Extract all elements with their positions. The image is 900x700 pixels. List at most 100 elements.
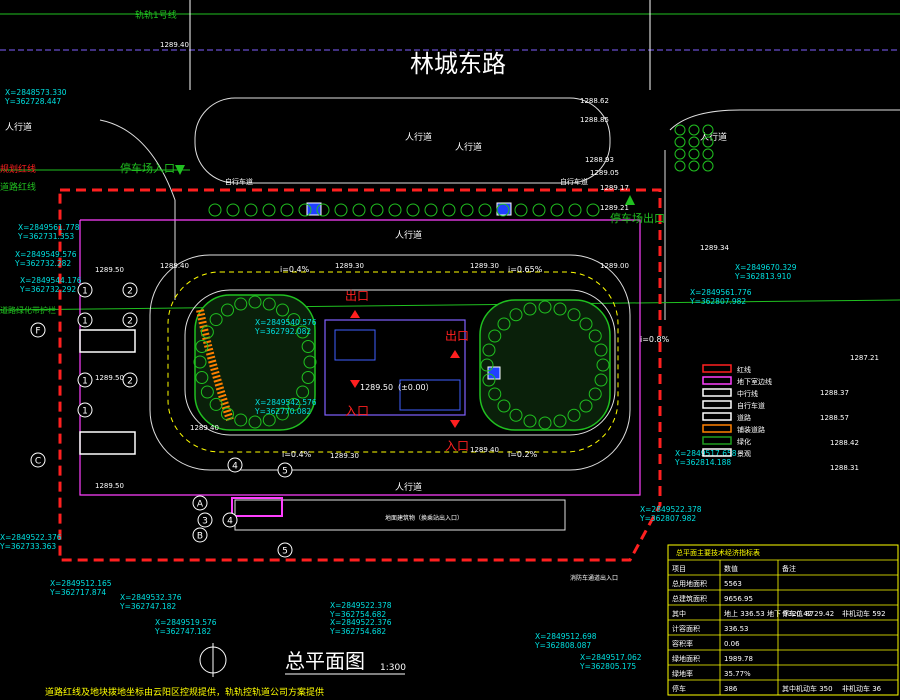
tree-icon [352,203,366,217]
tree-icon [586,203,600,217]
tree-icon [568,203,582,217]
bottom-building-label: 地面建筑物（换乘站出入口） [385,514,463,522]
green-protect-label: 道路绿化带护栏 [0,305,56,315]
sidewalk-label-left: 人行道 [5,121,32,133]
tree-icon [248,415,262,429]
coordinate-y: Y=362792.082 [254,327,311,336]
lane-centerline [167,271,619,453]
table-cell: 1989.78 [724,655,753,663]
elevation-label: 1288.93 [585,156,614,164]
table-cell: 9656.95 [724,595,753,603]
axis-marker-circle [192,495,208,511]
exit-label-1[interactable]: 出口 [345,289,369,303]
tree-icon [579,399,593,413]
inner-road-inner [184,289,616,436]
tree-icon [594,343,608,357]
tree-icon [244,203,258,217]
legend-swatch [702,388,732,397]
axis-marker-circle [77,282,93,298]
tree-icon [424,203,438,217]
legend-label: 道路 [737,413,751,422]
tree-icon [553,302,567,316]
elevation-label: 1289.30 [335,262,364,270]
coordinate-y: Y=362754.682 [329,610,386,619]
exit-arrow-icon-2 [450,350,460,358]
coordinate-y: Y=362747.182 [154,627,211,636]
elevation-label: 1289.40 [190,424,219,432]
green-island-right [479,299,611,431]
coordinate-x: X=2849561.776 [690,288,752,297]
bottom-right-note: 消防车通道出入口 [570,574,618,582]
axis-marker-circle [277,542,293,558]
coordinate-x: X=2849519.576 [155,618,217,627]
axis-marker-circle [192,527,208,543]
axis-marker-circle [30,322,46,338]
tree-icon [195,371,209,385]
entry-label-1[interactable]: 入口 [345,404,369,418]
parking-entrance-label[interactable]: 停车场入口 [120,161,175,175]
coordinate-y: Y=362807.982 [689,297,746,306]
table-cell: 非机动车 36 [842,684,882,693]
bike-lane-label-1: 自行车道 [225,177,253,186]
elevation-label: 1289.50 [95,482,124,490]
axis-marker-label: 1 [82,407,88,417]
tree-icon [200,385,214,399]
legend-label: 景观 [737,450,751,458]
exit-label-2[interactable]: 出口 [445,329,469,343]
tree-icon [442,203,456,217]
bottom-building-box [231,497,283,517]
tree-icon [276,303,289,317]
curb-left-curve [99,119,176,300]
legend-label: 中行线 [737,389,758,398]
coordinate-x: X=2849549.576 [15,250,77,259]
sidewalk-label-inner: 人行道 [395,229,422,241]
elevation-label: 1289.40 [160,41,189,49]
plan-scale: 1:300 [380,663,406,673]
coordinate-y: Y=362813.910 [734,272,791,281]
coordinate-x: X=2849561.778 [18,223,80,232]
tree-icon [406,203,420,217]
elevation-label: 1289.40 [470,446,499,454]
elevation-label: 1288.42 [830,439,859,447]
table-title: 总平面主要技术经济指标表 [676,548,760,557]
tree-icon [316,203,330,217]
tree-icon [688,148,700,160]
tree-icon [514,203,528,217]
table-cell: 其中机动车 350 [782,684,833,693]
tree-icon [301,339,315,353]
axis-marker-circle [122,372,138,388]
site-red-line [58,188,662,562]
elevation-label: 1288.85 [580,116,609,124]
table-cell: 5563 [724,580,742,588]
tree-icon [262,413,276,427]
tree-icon [509,408,523,422]
tree-icon [567,308,581,322]
tree-icon [594,373,608,387]
elevation-label: 1288.57 [820,414,849,422]
table-cell: 停车 [672,684,686,693]
axis-marker-circle [122,282,138,298]
tree-icon [702,124,714,136]
elevation-label: 1288.62 [580,97,609,105]
tree-icon [248,295,262,309]
table-cell: 总建筑面积 [672,594,707,603]
tree-icon [588,329,602,343]
table-cell: 数值 [724,564,738,573]
tree-icon [674,124,686,136]
entry-label-2[interactable]: 入口 [445,439,469,453]
coordinate-x: X=2849517.658 [675,449,737,458]
tree-icon [226,203,240,217]
tree-icon [195,339,209,353]
tree-icon [301,371,315,385]
basement-line [79,219,641,496]
coordinate-y: Y=362731.353 [17,232,74,241]
coordinate-x: X=2849670.329 [735,263,797,272]
tree-icon [234,413,248,427]
stair-1 [334,329,376,361]
tree-icon [480,358,494,372]
elevation-label: 1287.21 [850,354,879,362]
table-cell: 绿地率 [672,669,693,678]
tree-icon [193,355,207,369]
parking-exit-label[interactable]: 停车场出口 [610,211,665,225]
